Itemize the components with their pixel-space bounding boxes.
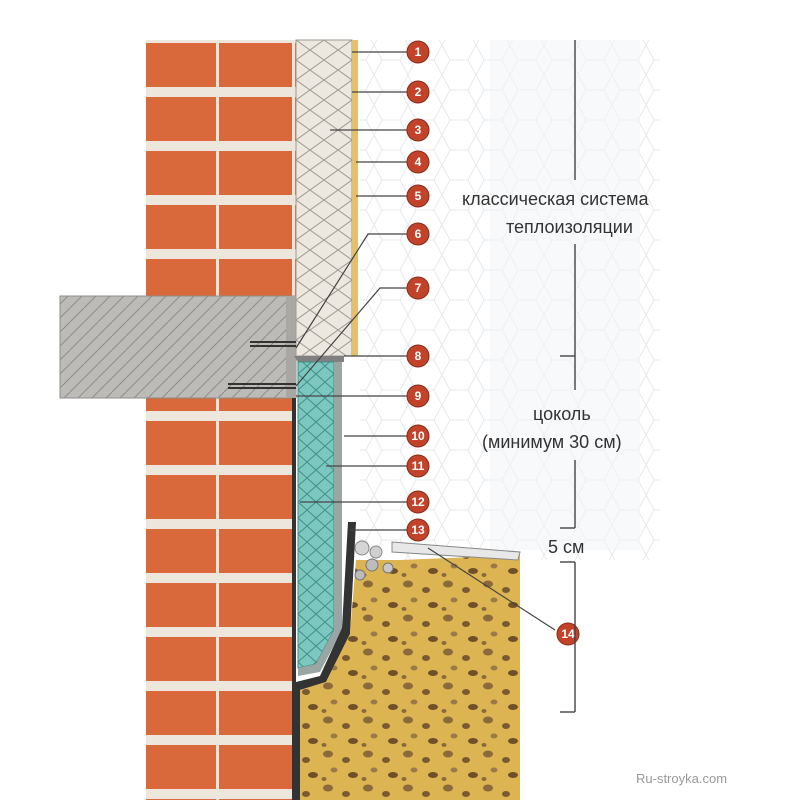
classic-system-label-line1: классическая система (462, 189, 650, 209)
callout-circle-2 (406, 80, 430, 104)
leader-lines (295, 51, 556, 631)
dimension-bracket (560, 40, 576, 713)
callout-number-5: 5 (415, 189, 422, 203)
facade-panel-light (490, 40, 640, 550)
callout-number-8: 8 (415, 349, 422, 363)
watermark: Ru-stroyka.com (636, 771, 727, 786)
callout-number-11: 11 (412, 459, 425, 473)
brick-wall-lower (146, 398, 296, 800)
callout-number-6: 6 (415, 227, 422, 241)
gravel-layer (354, 540, 394, 581)
plinth-xps-insulation (297, 361, 335, 669)
callout-circle-10 (406, 424, 430, 448)
callout-number-9: 9 (415, 389, 422, 403)
callout-number-2: 2 (415, 85, 422, 99)
gap-label: 5 см (548, 537, 584, 557)
callout-circle-6 (406, 222, 430, 246)
callout-circle-3 (406, 118, 430, 142)
callout-number-14: 14 (561, 627, 575, 641)
brick-wall-upper (146, 40, 296, 296)
callout-circle-14 (556, 622, 580, 646)
callout-number-3: 3 (415, 123, 422, 137)
callout-circle-9 (406, 384, 430, 408)
callout-circle-5 (406, 184, 430, 208)
callout-number-13: 13 (411, 523, 425, 537)
callout-circle-7 (406, 276, 430, 300)
plinth-label-line1: цоколь (533, 404, 591, 424)
mineral-wool-insulation (295, 39, 353, 357)
callout-number-7: 7 (415, 281, 422, 295)
callout-circle-1 (406, 40, 430, 64)
callout-number-12: 12 (411, 495, 425, 509)
callout-number-4: 4 (415, 155, 422, 169)
callout-number-1: 1 (415, 45, 422, 59)
callout-circle-8 (406, 344, 430, 368)
waterproofing-membrane (292, 398, 356, 800)
classic-system-label-line2: теплоизоляции (506, 217, 633, 237)
finish-render-upper (352, 40, 358, 356)
callout-circle-12 (406, 490, 430, 514)
anchors (228, 341, 296, 389)
callout-circle-11 (406, 454, 430, 478)
callout-number-10: 10 (411, 429, 425, 443)
callout-circle-13 (406, 518, 430, 542)
plinth-render (298, 362, 342, 676)
soil (300, 555, 520, 800)
callout-circle-4 (406, 150, 430, 174)
plinth-label-line2: (минимум 30 см) (482, 432, 622, 452)
blind-area-slab (391, 541, 521, 561)
